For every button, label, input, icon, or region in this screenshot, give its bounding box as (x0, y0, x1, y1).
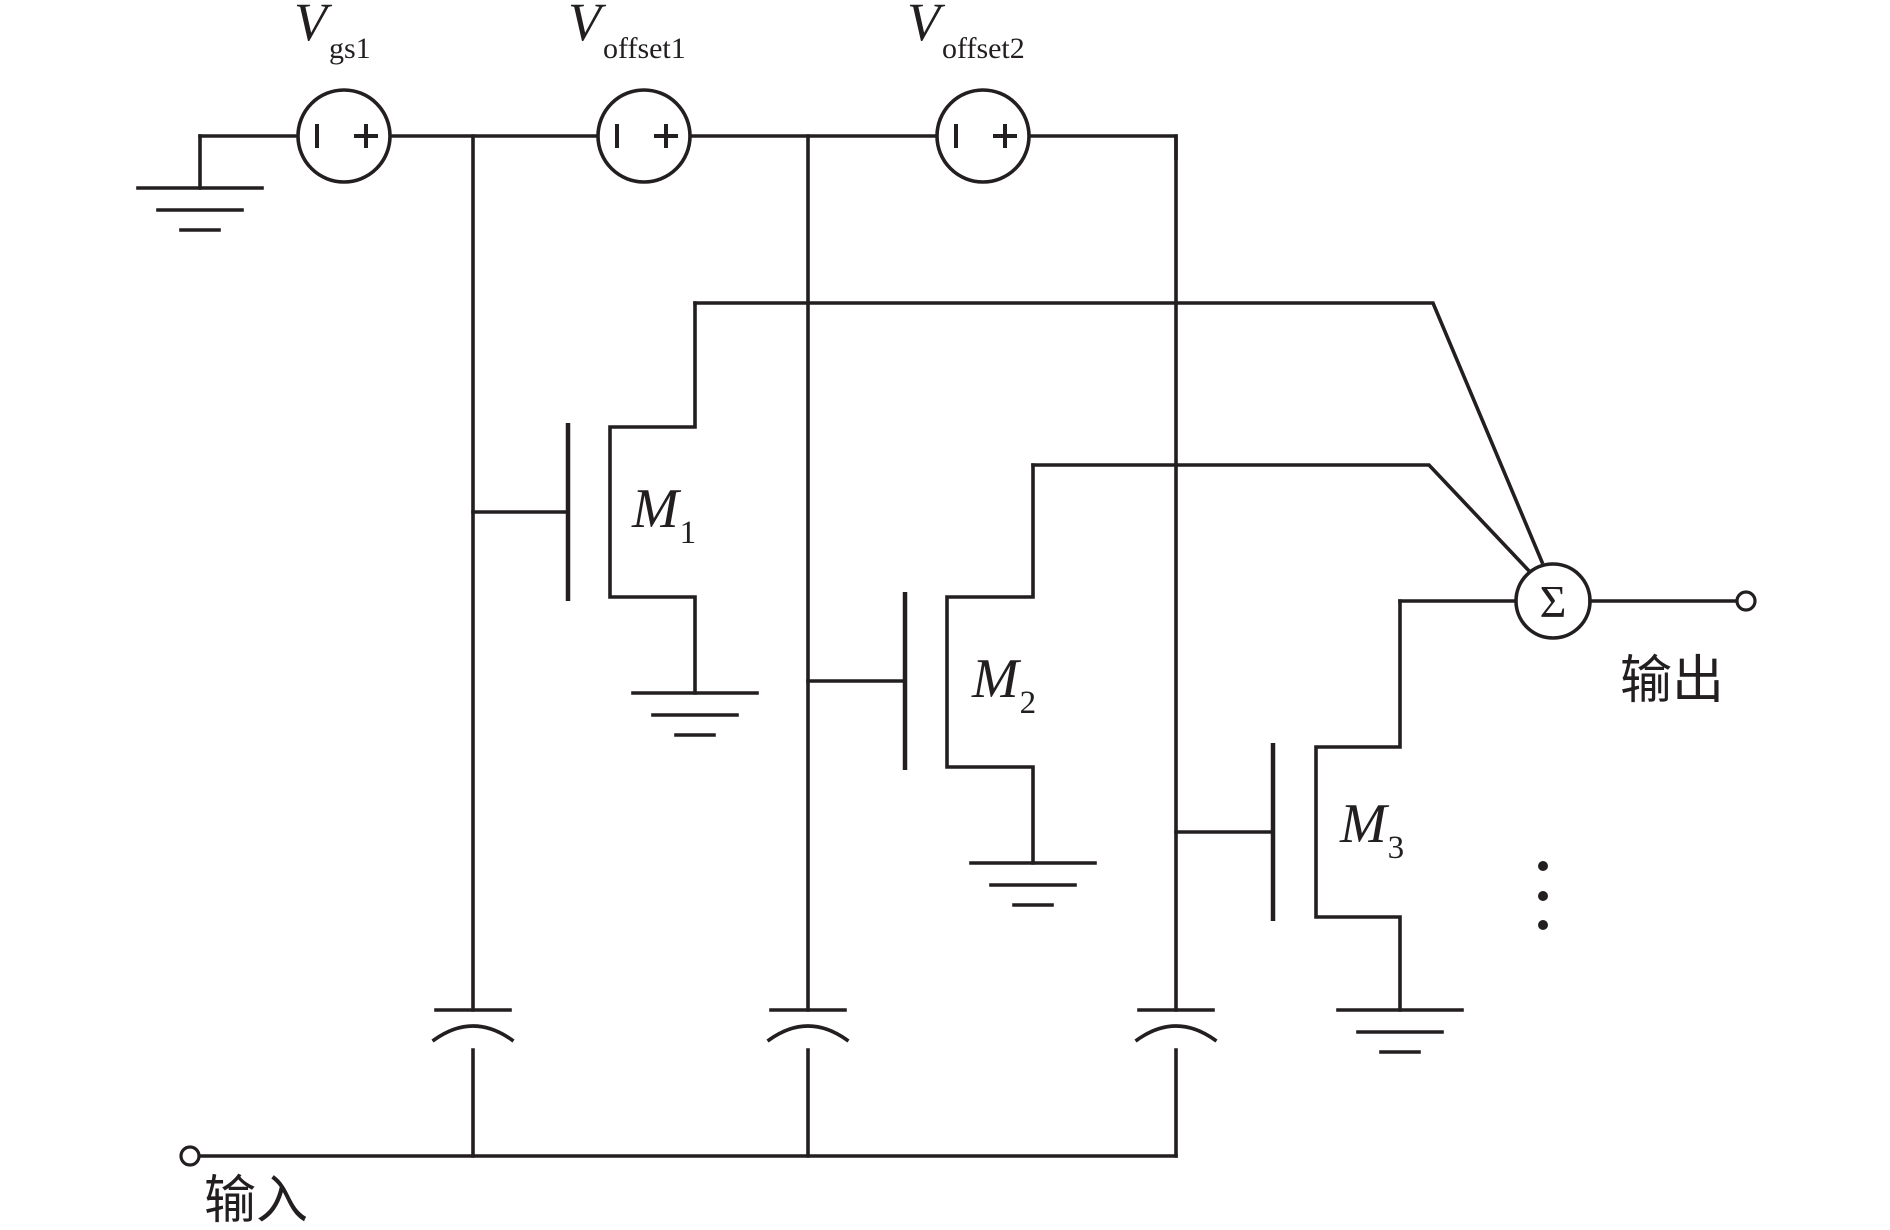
voltage-source-vgs1: Vgs1 (294, 0, 392, 184)
capacitor-curved-plate (431, 1024, 515, 1043)
drain-wire-m2 (1031, 463, 1534, 576)
voltage-source-voffset1: Voffset1 (568, 0, 692, 184)
source-circle (935, 88, 1031, 184)
ground-icon (136, 186, 264, 232)
ellipsis-dot (1538, 891, 1548, 901)
ground-icon (631, 691, 759, 737)
continuation-ellipsis (1538, 861, 1548, 930)
output-terminal (1735, 590, 1757, 612)
source-label: Voffset1 (568, 0, 686, 65)
transistor-m3: M3 (1174, 599, 1464, 1054)
source-label: Vgs1 (294, 0, 371, 65)
drain-wire-m1 (693, 301, 1545, 565)
summing-node: Σ (1514, 562, 1592, 640)
capacitor-3 (1134, 1008, 1218, 1043)
transistor-label: M1 (631, 478, 696, 551)
capacitor-curved-plate (1134, 1024, 1218, 1043)
capacitor-curved-plate (766, 1024, 850, 1043)
input-bus: 输入 (179, 1145, 1178, 1230)
source-label: Voffset2 (907, 0, 1025, 65)
ground-icon (969, 861, 1097, 907)
rail-wire-segment (1027, 134, 1178, 160)
bias-lines (471, 134, 1178, 1158)
source-circle (296, 88, 392, 184)
plus-sign-icon (354, 124, 378, 148)
input-terminal (179, 1145, 201, 1167)
ellipsis-dot (1538, 920, 1548, 930)
transistor-m1: M1 (471, 301, 759, 737)
feedback-wires (693, 301, 1545, 603)
channel-wire (1314, 599, 1402, 1012)
transistor-m2: M2 (806, 463, 1097, 907)
source-circle (596, 88, 692, 184)
capacitor-1 (431, 1008, 515, 1043)
ellipsis-dot (1538, 861, 1548, 871)
transistor-label: M2 (971, 648, 1036, 721)
output-label: 输出 (1620, 651, 1724, 711)
sigma-icon: Σ (1540, 576, 1567, 627)
top-left-ground-symbol (136, 186, 264, 232)
plus-sign-icon (993, 124, 1017, 148)
capacitor-2 (766, 1008, 850, 1043)
voltage-source-voffset2: Voffset2 (907, 0, 1031, 184)
transistor-label: M3 (1339, 793, 1404, 866)
input-label: 输入 (204, 1171, 308, 1225)
plus-sign-icon (654, 124, 678, 148)
channel-wire (945, 463, 1035, 865)
channel-wire (608, 301, 697, 695)
output-section: 输出 (1588, 590, 1757, 711)
ground-icon (1336, 1008, 1464, 1054)
